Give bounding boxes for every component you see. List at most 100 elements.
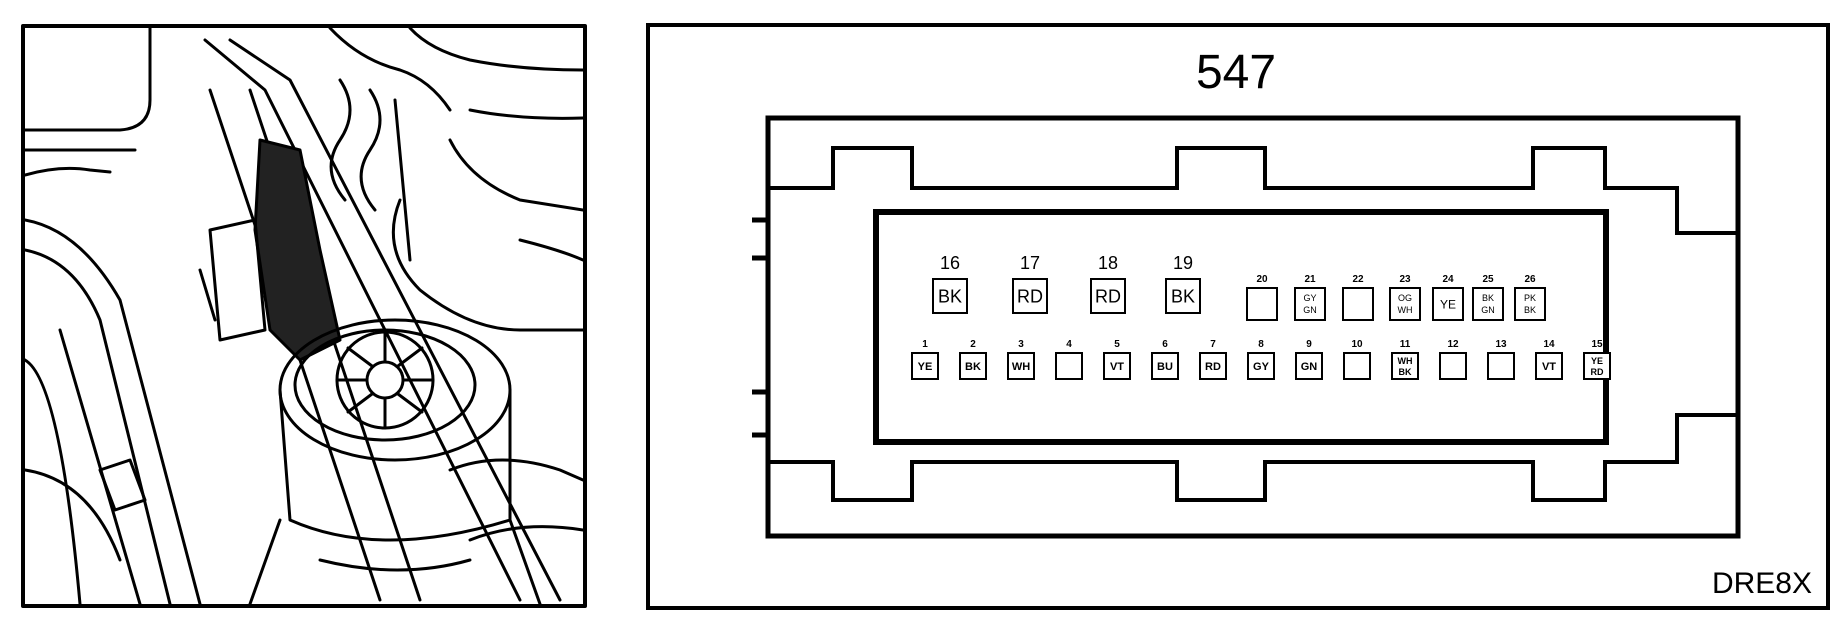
pin-cavity bbox=[959, 352, 987, 380]
pin-13: 13 bbox=[1487, 339, 1515, 380]
pin-number: 12 bbox=[1447, 339, 1459, 350]
wire-color: VT bbox=[1110, 361, 1124, 373]
pin-number: 1 bbox=[922, 339, 928, 350]
wire-color: BK bbox=[1524, 305, 1536, 315]
pin-cavity bbox=[1055, 352, 1083, 380]
pin-cavity bbox=[1012, 278, 1048, 314]
pin-number: 21 bbox=[1304, 274, 1316, 285]
pin-20: 20 bbox=[1246, 274, 1278, 321]
wire-color: PK bbox=[1524, 293, 1536, 303]
pin-8: 8GY bbox=[1247, 339, 1275, 380]
pin-cavity bbox=[1514, 287, 1546, 321]
pin-cavity bbox=[1246, 287, 1278, 321]
pin-number: 7 bbox=[1210, 339, 1216, 350]
connector-frame bbox=[646, 23, 1830, 610]
wire-color: VT bbox=[1542, 361, 1556, 373]
pin-face bbox=[873, 209, 1609, 445]
pin-number: 9 bbox=[1306, 339, 1312, 350]
pin-number: 24 bbox=[1442, 274, 1454, 285]
wire-color: BK bbox=[1482, 293, 1494, 303]
wire-color: BU bbox=[1157, 361, 1173, 373]
pin-9: 9GN bbox=[1295, 339, 1323, 380]
wire-color: BK bbox=[1171, 286, 1195, 306]
pin-6: 6BU bbox=[1151, 339, 1179, 380]
pin-cavity bbox=[1247, 352, 1275, 380]
pin-cavity bbox=[1583, 352, 1611, 380]
pin-cavity bbox=[932, 278, 968, 314]
pin-number: 25 bbox=[1482, 274, 1494, 285]
pin-12: 12 bbox=[1439, 339, 1467, 380]
pin-5: 5VT bbox=[1103, 339, 1131, 380]
wire-color: RD bbox=[1017, 286, 1043, 306]
pin-number: 11 bbox=[1400, 339, 1411, 350]
wire-color: OG bbox=[1398, 293, 1412, 303]
pin-cavity bbox=[1165, 278, 1201, 314]
pin-cavity bbox=[1432, 287, 1464, 321]
pin-number: 2 bbox=[970, 339, 976, 350]
pin-number: 18 bbox=[1098, 253, 1118, 273]
wire-color: GN bbox=[1301, 361, 1318, 373]
pin-number: 3 bbox=[1018, 339, 1024, 350]
pin-number: 15 bbox=[1591, 339, 1603, 350]
pin-cavity bbox=[1391, 352, 1419, 380]
pin-number: 13 bbox=[1495, 339, 1507, 350]
pin-number: 8 bbox=[1258, 339, 1264, 350]
wire-color: GY bbox=[1253, 361, 1270, 373]
wire-color: YE bbox=[918, 361, 933, 373]
pin-2: 2BK bbox=[959, 339, 987, 380]
wire-color: RD bbox=[1205, 361, 1221, 373]
wire-color: WH bbox=[1398, 305, 1413, 315]
pin-cavity bbox=[1343, 352, 1371, 380]
pin-cavity bbox=[1294, 287, 1326, 321]
wire-color: WH bbox=[1398, 356, 1413, 366]
pin-cavity bbox=[1007, 352, 1035, 380]
wire-color: GN bbox=[1303, 305, 1317, 315]
pin-10: 10 bbox=[1343, 339, 1371, 380]
pin-number: 23 bbox=[1399, 274, 1411, 285]
wire-color: RD bbox=[1591, 367, 1604, 377]
pin-number: 17 bbox=[1020, 253, 1040, 273]
connector-keying-profile bbox=[768, 146, 1740, 502]
pin-number: 4 bbox=[1066, 339, 1072, 350]
pin-number: 26 bbox=[1524, 274, 1536, 285]
pin-cavity bbox=[1342, 287, 1374, 321]
engine-bay-illustration bbox=[21, 24, 587, 608]
pin-1: 1YE bbox=[911, 339, 939, 380]
connector-number: 547 bbox=[1196, 46, 1276, 99]
wire-color: BK bbox=[1399, 367, 1412, 377]
pin-4: 4 bbox=[1055, 339, 1083, 380]
wire-color: YE bbox=[1440, 297, 1456, 311]
pin-number: 5 bbox=[1114, 339, 1120, 350]
pin-cavity bbox=[1199, 352, 1227, 380]
wire-color: YE bbox=[1591, 356, 1603, 366]
pin-cavity bbox=[1295, 352, 1323, 380]
pin-cavity bbox=[1090, 278, 1126, 314]
pin-cavity bbox=[1103, 352, 1131, 380]
pin-7: 7RD bbox=[1199, 339, 1227, 380]
wire-color: GN bbox=[1481, 305, 1495, 315]
pin-cavity bbox=[1389, 287, 1421, 321]
pin-number: 6 bbox=[1162, 339, 1168, 350]
pin-number: 10 bbox=[1351, 339, 1363, 350]
wire-color: RD bbox=[1095, 286, 1121, 306]
connector-code: DRE8X bbox=[1712, 567, 1812, 600]
pin-cavity bbox=[911, 352, 939, 380]
latch-ticks bbox=[752, 217, 768, 438]
pin-number: 19 bbox=[1173, 253, 1193, 273]
wire-color: WH bbox=[1012, 361, 1030, 373]
pin-22: 22 bbox=[1342, 274, 1374, 321]
